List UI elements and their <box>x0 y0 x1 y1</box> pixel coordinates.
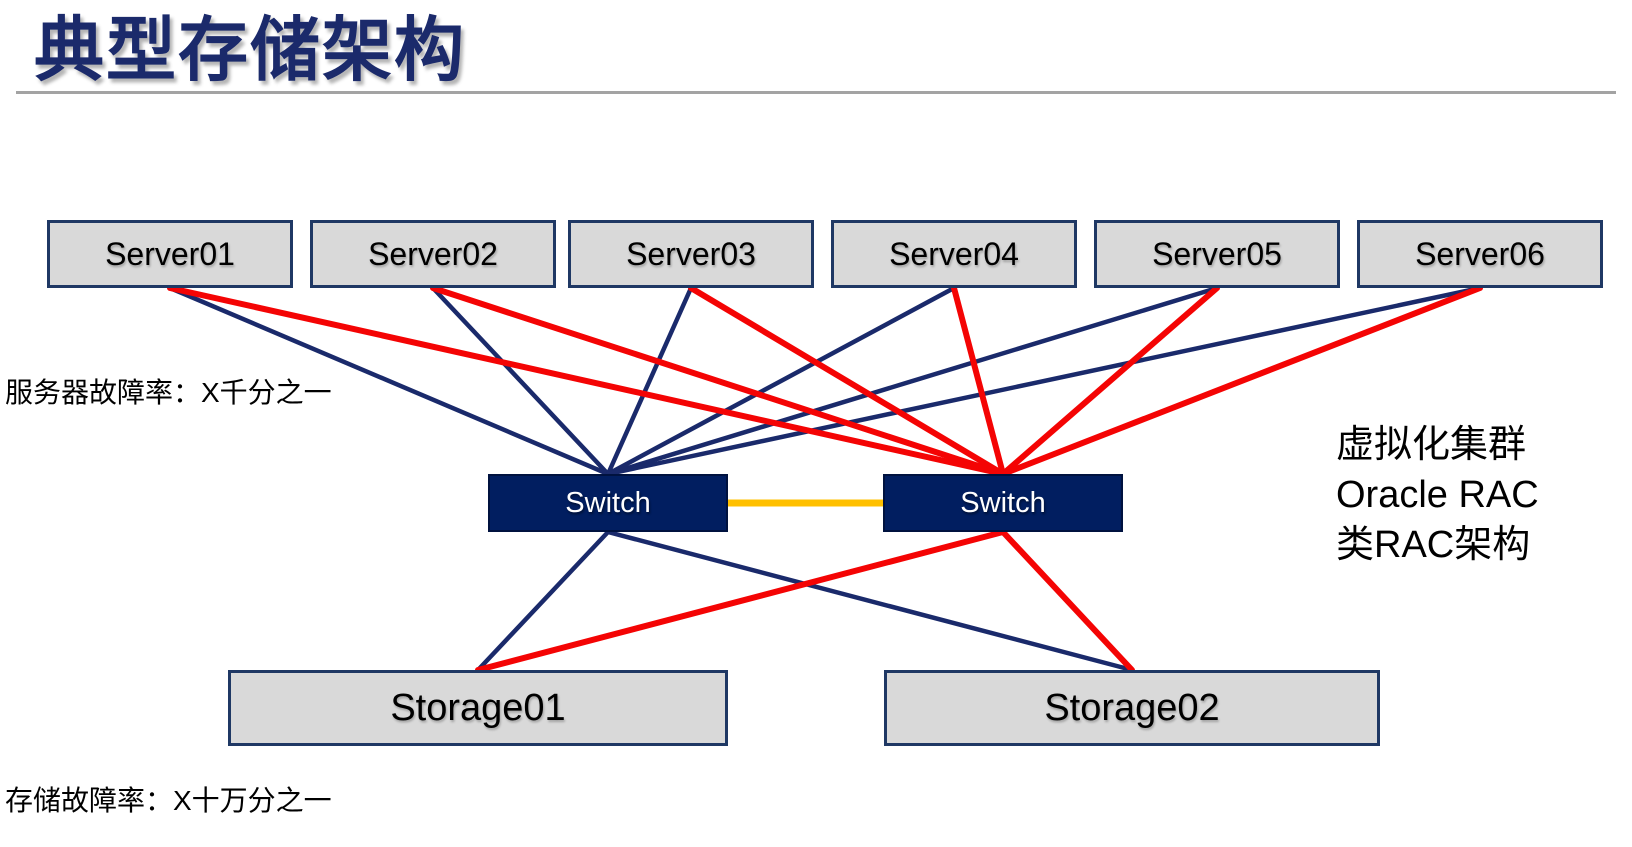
architecture-note-line2: Oracle RAC <box>1336 474 1539 516</box>
node-server06: Server06 <box>1357 220 1603 288</box>
node-storage02: Storage02 <box>884 670 1380 746</box>
architecture-note-line1: 虚拟化集群 <box>1336 424 1527 466</box>
node-switch-right: Switch <box>883 474 1123 532</box>
node-server01: Server01 <box>47 220 293 288</box>
node-server05: Server05 <box>1094 220 1340 288</box>
node-storage01: Storage01 <box>228 670 728 746</box>
node-server02: Server02 <box>310 220 556 288</box>
slide-title: 典型存储架构 <box>34 11 466 89</box>
server-failure-note: 服务器故障率：X千分之一 <box>5 377 332 408</box>
node-server04: Server04 <box>831 220 1077 288</box>
node-switch-left: Switch <box>488 474 728 532</box>
title-divider <box>16 91 1616 94</box>
architecture-note: 虚拟化集群 Oracle RAC 类RAC架构 <box>1336 420 1539 570</box>
node-server03: Server03 <box>568 220 814 288</box>
storage-failure-note: 存储故障率：X十万分之一 <box>5 785 332 816</box>
architecture-note-line3: 类RAC架构 <box>1336 524 1531 566</box>
